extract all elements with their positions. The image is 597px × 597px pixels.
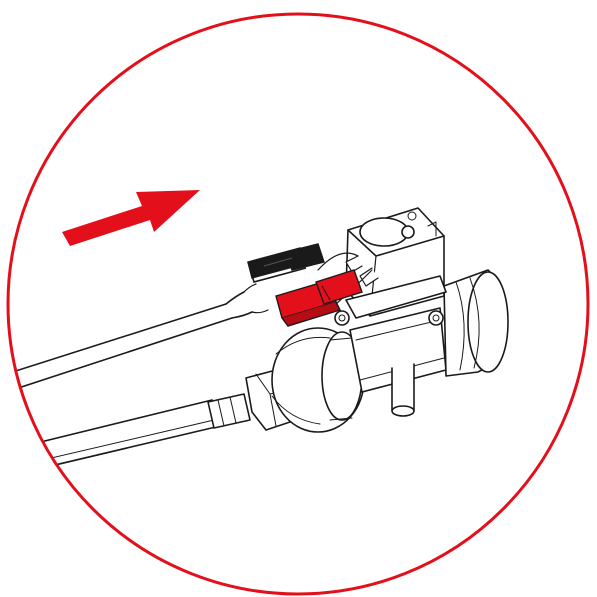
arrow-right-up-icon bbox=[62, 190, 200, 246]
illustration-content bbox=[8, 207, 509, 479]
red-wire-connector bbox=[275, 269, 363, 327]
supply-hose bbox=[8, 393, 251, 479]
outlet-nut bbox=[443, 269, 509, 377]
valve-body bbox=[334, 307, 447, 417]
black-wire-connector bbox=[247, 243, 325, 283]
union-nut bbox=[271, 327, 365, 433]
solenoid-coil bbox=[345, 207, 447, 319]
frame-circle bbox=[6, 12, 590, 596]
wire-pair bbox=[8, 252, 373, 395]
